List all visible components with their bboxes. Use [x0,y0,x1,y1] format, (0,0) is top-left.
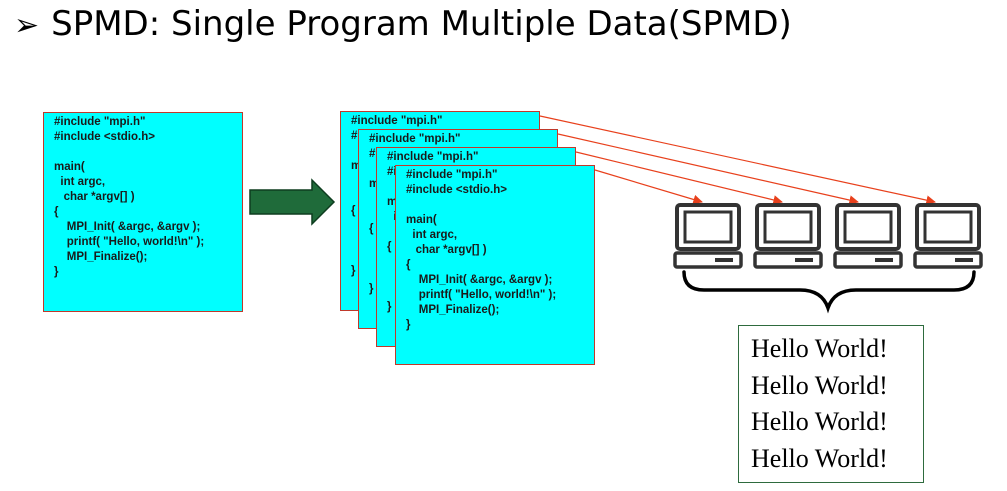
source-code-line: #include <stdio.h> [54,131,155,143]
source-program-box: #include "mpi.h"#include <stdio.h>main( … [43,112,243,312]
copy-code-line: { [387,241,392,253]
copy-code-line: #include "mpi.h" [387,151,479,163]
copy-code-line: char *argv[] ) [406,244,487,256]
copy-code-line: #include "mpi.h" [369,133,461,145]
source-code-line: MPI_Init( &argc, &argv ); [54,221,201,233]
source-code-line: { [54,206,59,218]
slide-title: ➢ SPMD: Single Program Multiple Data(SPMD… [14,4,792,44]
copy-code-line: } [406,319,411,331]
fan-out-arrow-1 [539,115,936,205]
fan-out-arrow-4 [594,169,703,205]
copy-code-line: } [351,265,356,277]
source-code-line: printf( "Hello, world!\n" ); [54,236,205,248]
copy-code-line: #include <stdio.h> [406,184,507,196]
curly-brace [682,270,976,314]
copy-code-line: { [406,259,411,271]
output-line-4: Hello World! [751,443,888,473]
output-line-2: Hello World! [751,370,888,400]
fan-out-arrow-2 [557,133,859,205]
output-line-3: Hello World! [751,407,888,436]
source-code-line: MPI_Finalize(); [54,251,148,263]
copy-code-line: #include "mpi.h" [351,115,443,127]
copy-code-line: main( [406,214,437,226]
copy-code-line: printf( "Hello, world!\n" ); [406,289,557,301]
source-code-line: char *argv[] ) [54,191,135,203]
copy-code-line: #include "mpi.h" [406,169,498,181]
copy-code-line: MPI_Finalize(); [406,304,500,316]
copy-code-line: } [387,301,392,313]
bullet-arrow-icon: ➢ [14,8,40,43]
copy-code-line: MPI_Init( &argc, &argv ); [406,274,553,286]
big-right-arrow-icon [249,178,336,226]
source-code-line: main( [54,161,85,173]
laptop-icon [753,203,823,269]
source-code-line: } [54,266,59,278]
laptop-icon [833,203,903,269]
output-box: Hello World! Hello World! Hello World! H… [738,325,924,483]
copy-code-line: int argc, [406,229,458,241]
output-line-1: Hello World! [751,334,888,363]
source-code-line: #include "mpi.h" [54,116,146,128]
source-code-line: int argc, [54,176,106,188]
laptop-icon [673,203,743,269]
copy-code-line: } [369,283,374,295]
program-copy-4: #include "mpi.h"#include <stdio.h>main( … [395,165,595,365]
fan-out-arrow-3 [575,151,783,205]
laptop-icon [913,203,983,269]
copy-code-line: { [351,205,356,217]
copy-code-line: { [369,223,374,235]
slide-title-text: SPMD: Single Program Multiple Data(SPMD) [51,4,792,44]
